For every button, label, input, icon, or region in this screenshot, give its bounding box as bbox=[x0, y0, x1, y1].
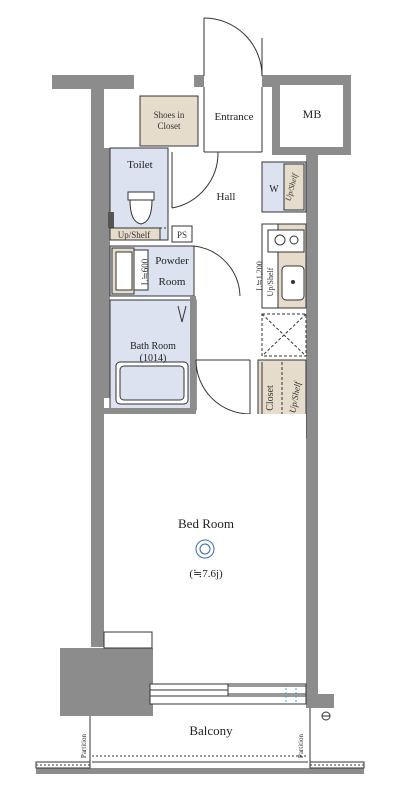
shoes-closet bbox=[139, 95, 199, 147]
balcony-label: Balcony bbox=[189, 723, 233, 738]
partition-left-label: Partition bbox=[80, 733, 88, 758]
kitchen bbox=[261, 223, 307, 357]
powder-door[interactable] bbox=[193, 245, 241, 298]
ps-shaft bbox=[171, 225, 193, 243]
toilet-room bbox=[108, 147, 169, 241]
hall-label: Hall bbox=[217, 191, 236, 203]
entrance-door[interactable] bbox=[203, 17, 263, 77]
powder-room-label-1: Powder bbox=[155, 255, 189, 267]
balcony bbox=[35, 708, 365, 769]
ceiling-light-icon bbox=[195, 539, 215, 559]
closet-label: Closet bbox=[265, 385, 276, 411]
walls bbox=[36, 75, 364, 774]
bath-wall bbox=[104, 408, 196, 414]
powder-room-label-2: Room bbox=[159, 276, 186, 288]
kitchen-width-label: L≒1,200 bbox=[255, 261, 264, 291]
nook bbox=[103, 631, 153, 649]
partition-right-label: Partition bbox=[297, 733, 305, 758]
toilet-door[interactable] bbox=[171, 151, 219, 209]
bath-room bbox=[109, 299, 197, 411]
toilet-shelf-label: Up/Shelf bbox=[118, 230, 151, 240]
bed-room-label: Bed Room bbox=[178, 516, 234, 531]
balcony-window[interactable] bbox=[149, 683, 307, 705]
bed-room-size-label: (≒7.6j) bbox=[189, 568, 223, 580]
bath-room-label: Bath Room bbox=[130, 341, 176, 352]
bath-side-wall bbox=[190, 296, 196, 414]
shoes-closet-label-1: Shoes in bbox=[154, 110, 185, 120]
ps-label: PS bbox=[177, 230, 187, 240]
w-label: W bbox=[269, 184, 279, 195]
entrance-label: Entrance bbox=[214, 111, 253, 123]
w-closet bbox=[261, 161, 307, 213]
toilet-label: Toilet bbox=[127, 159, 153, 171]
bath-room-size-label: (1014) bbox=[140, 353, 167, 364]
mb-label: MB bbox=[303, 107, 322, 121]
kitchen-shelf-label: Up/Shelf bbox=[266, 267, 275, 296]
shoes-closet-label-2: Closet bbox=[157, 121, 181, 131]
powder-room bbox=[109, 245, 195, 297]
bedroom bbox=[104, 414, 306, 644]
powder-width-label: L≒600 bbox=[140, 258, 150, 285]
